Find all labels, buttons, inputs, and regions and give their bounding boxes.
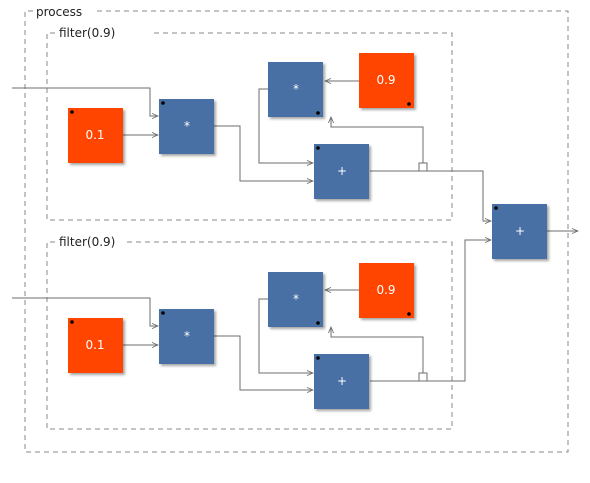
bottom-mult-fb-block[interactable]: * xyxy=(268,272,323,327)
wire-bottom-feedback xyxy=(331,327,424,381)
bottom-mult-fb-label: * xyxy=(293,292,299,306)
top-const-in-block[interactable]: 0.1 xyxy=(68,108,123,163)
top-const-fb-block[interactable]: 0.9 xyxy=(359,53,414,108)
bottom-const-fb-block[interactable]: 0.9 xyxy=(359,263,414,318)
process-frame: process xyxy=(24,5,569,453)
process-label: process xyxy=(36,5,82,19)
top-delay-icon xyxy=(418,162,428,172)
output-add-label: + xyxy=(515,224,525,238)
filter-top-frame: filter(0.9) xyxy=(46,26,453,221)
wire-bottom-mult-to-add xyxy=(214,335,313,390)
filter-top-label: filter(0.9) xyxy=(59,26,115,40)
wire-bottom-add-to-output xyxy=(370,240,491,382)
top-add-label: + xyxy=(337,164,347,178)
bottom-add-label: + xyxy=(337,374,347,388)
top-const-fb-label: 0.9 xyxy=(376,73,395,87)
wire-top-add-to-output xyxy=(370,170,491,221)
bottom-mult-in-label: * xyxy=(184,329,190,343)
bottom-const-in-block[interactable]: 0.1 xyxy=(68,318,123,373)
top-mult-in-block[interactable]: * xyxy=(159,99,214,154)
top-add-block[interactable]: + xyxy=(314,144,369,199)
output-add-block[interactable]: + xyxy=(492,204,547,259)
top-mult-in-label: * xyxy=(184,119,190,133)
top-mult-fb-block[interactable]: * xyxy=(268,62,323,117)
bottom-delay-icon xyxy=(418,372,428,382)
bottom-const-fb-label: 0.9 xyxy=(376,283,395,297)
bottom-const-in-label: 0.1 xyxy=(85,338,104,352)
bottom-mult-in-block[interactable]: * xyxy=(159,309,214,364)
wire-top-feedback xyxy=(331,117,424,171)
filter-bottom-frame: filter(0.9) xyxy=(46,235,453,430)
filter-bottom-label: filter(0.9) xyxy=(59,235,115,249)
wire-bottom-input xyxy=(12,297,158,326)
top-const-in-label: 0.1 xyxy=(85,128,104,142)
wires-bottom xyxy=(12,240,491,390)
wire-top-input xyxy=(12,87,158,116)
bottom-add-block[interactable]: + xyxy=(314,354,369,409)
wire-top-mult-to-add xyxy=(214,125,313,181)
top-mult-fb-label: * xyxy=(293,82,299,96)
